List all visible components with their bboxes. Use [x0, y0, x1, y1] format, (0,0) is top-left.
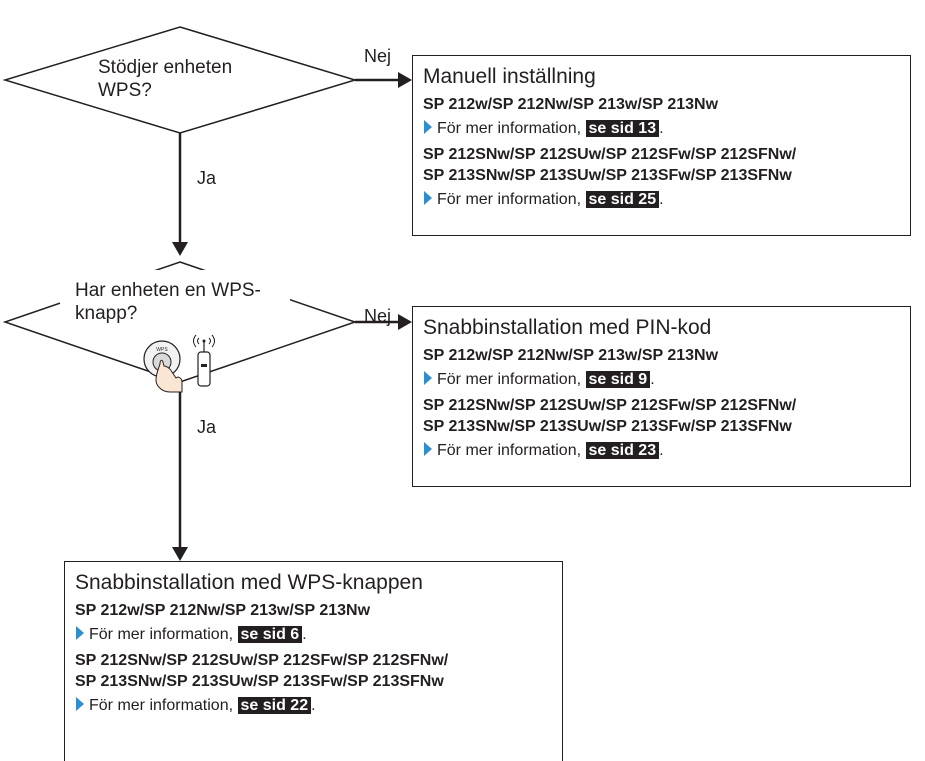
model-list-a: SP 212w/SP 212Nw/SP 213w/SP 213Nw: [75, 602, 371, 619]
box-title: Manuell inställning: [423, 65, 596, 88]
info-line-b: För mer information, se sid 25.: [423, 189, 900, 210]
bullet-arrow-icon: [424, 191, 432, 205]
decision-1-no-label: Nej: [364, 46, 392, 66]
yes-arrow-head-1: [172, 242, 188, 256]
decision-2-no-label: Nej: [364, 306, 392, 326]
no-arrow-head-2: [398, 314, 412, 330]
model-list-a: SP 212w/SP 212Nw/SP 213w/SP 213Nw: [423, 96, 719, 113]
page-reference[interactable]: se sid 13: [585, 120, 660, 137]
model-list-a: SP 212w/SP 212Nw/SP 213w/SP 213Nw: [423, 347, 719, 364]
info-line-a: För mer information, se sid 6.: [75, 624, 552, 645]
decision-2-question: Har enheten en WPS- knapp?: [75, 280, 261, 324]
no-arrow-head-1: [398, 72, 412, 88]
page-reference[interactable]: se sid 6: [237, 626, 303, 643]
box-title: Snabbinstallation med PIN-kod: [423, 316, 712, 339]
box-title: Snabbinstallation med WPS-knappen: [75, 571, 423, 594]
wps-button-router-icon: WPS: [143, 334, 215, 393]
page-reference[interactable]: se sid 22: [237, 697, 312, 714]
decision-2-yes-label: Ja: [197, 417, 217, 437]
svg-text:WPS: WPS: [156, 347, 168, 353]
decision-1-question: Stödjer enheten WPS?: [98, 57, 233, 101]
model-list-b: SP 212SNw/SP 212SUw/SP 212SFw/SP 212SFNw…: [423, 397, 797, 435]
result-box-pin-setup: Snabbinstallation med PIN-kod SP 212w/SP…: [412, 306, 911, 487]
bullet-arrow-icon: [76, 626, 84, 640]
info-line-a: För mer information, se sid 13.: [423, 118, 900, 139]
page-reference[interactable]: se sid 23: [585, 442, 660, 459]
bullet-arrow-icon: [424, 442, 432, 456]
info-line-b: För mer information, se sid 23.: [423, 440, 900, 461]
yes-arrow-head-2: [172, 547, 188, 561]
result-box-manual-setup: Manuell inställning SP 212w/SP 212Nw/SP …: [412, 55, 911, 236]
model-list-b: SP 212SNw/SP 212SUw/SP 212SFw/SP 212SFNw…: [423, 146, 797, 184]
result-box-wps-button-setup: Snabbinstallation med WPS-knappen SP 212…: [64, 561, 563, 761]
bullet-arrow-icon: [424, 120, 432, 134]
info-line-a: För mer information, se sid 9.: [423, 369, 900, 390]
decision-1-yes-label: Ja: [197, 168, 217, 188]
info-line-b: För mer information, se sid 22.: [75, 695, 552, 716]
page-reference[interactable]: se sid 25: [585, 191, 660, 208]
bullet-arrow-icon: [424, 371, 432, 385]
page-reference[interactable]: se sid 9: [585, 371, 651, 388]
model-list-b: SP 212SNw/SP 212SUw/SP 212SFw/SP 212SFNw…: [75, 652, 449, 690]
bullet-arrow-icon: [76, 697, 84, 711]
